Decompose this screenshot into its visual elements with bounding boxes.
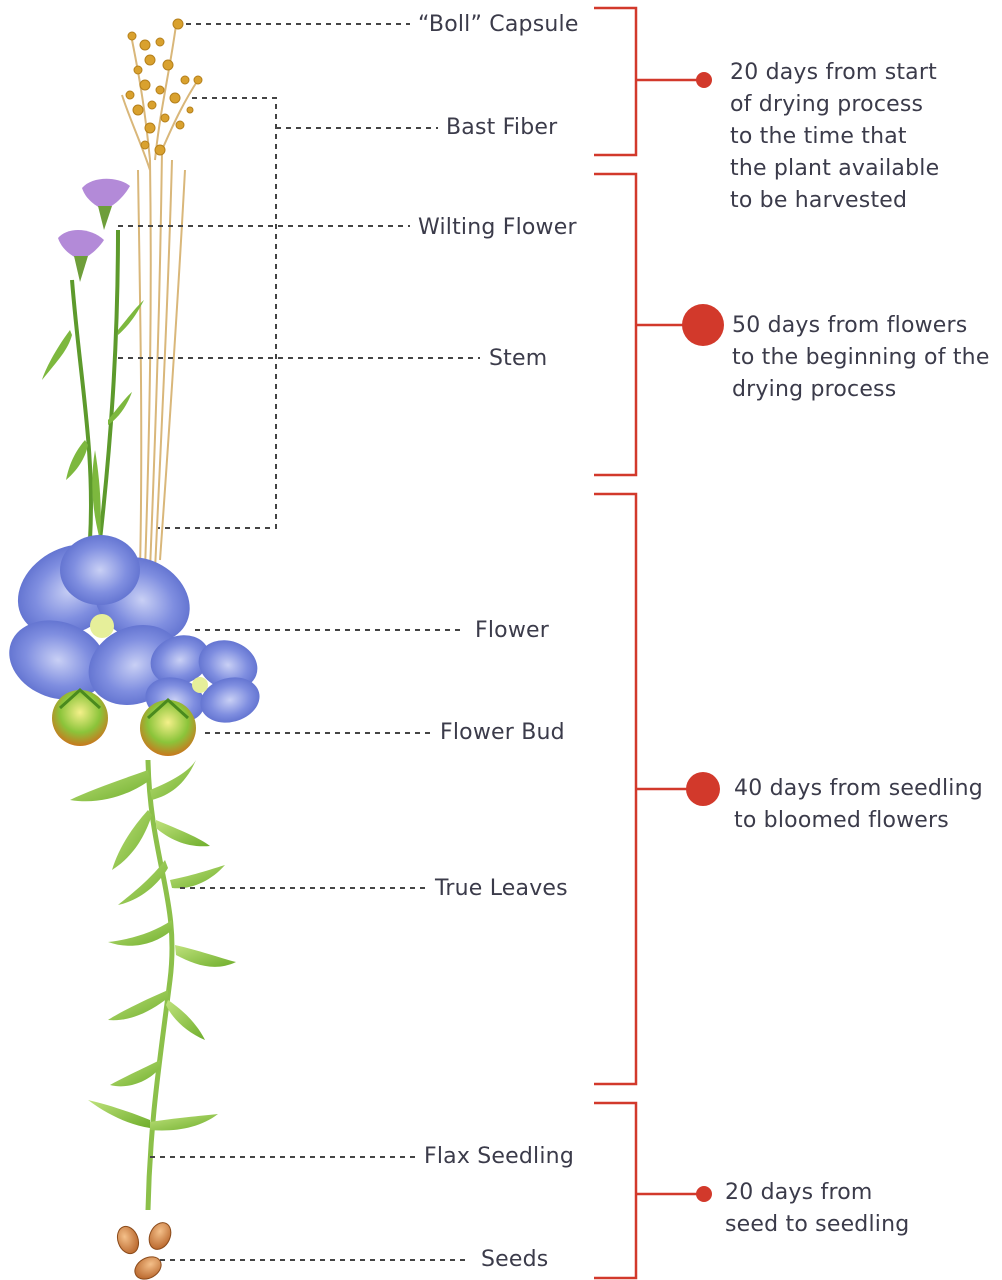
label-bast-fiber: Bast Fiber: [446, 115, 557, 141]
label-flower-bud: Flower Bud: [440, 720, 565, 746]
stage-note-harvest: 20 days from start of drying process to …: [730, 57, 939, 217]
stage-dot-icon: [686, 772, 720, 806]
stage-dot-icon: [696, 1186, 712, 1202]
stage-brackets: [594, 8, 704, 1278]
label-wilting-flower: Wilting Flower: [418, 215, 577, 241]
label-stem: Stem: [489, 346, 547, 372]
bracket-bloom: [594, 494, 690, 1084]
stage-dot-icon: [682, 304, 724, 346]
label-seeds: Seeds: [481, 1247, 548, 1273]
label-flax-seedling: Flax Seedling: [424, 1144, 574, 1170]
stage-note-seedling: 20 days from seed to seedling: [725, 1177, 909, 1241]
bracket-drying: [594, 174, 690, 475]
stage-dot-icon: [696, 72, 712, 88]
label-boll-capsule: “Boll” Capsule: [418, 12, 579, 38]
flax-plant-illustration: [0, 19, 265, 1280]
seeds-illustration: [114, 1219, 175, 1280]
bast-fiber-stalks: [122, 25, 198, 570]
label-flower: Flower: [475, 618, 549, 644]
stage-dots: [682, 72, 724, 1202]
stage-note-drying: 50 days from flowers to the beginning of…: [732, 310, 990, 406]
stage-note-bloom: 40 days from seedling to bloomed flowers: [734, 773, 983, 837]
bracket-harvest: [594, 8, 704, 155]
stem-leaves: [42, 300, 144, 540]
bracket-seedling: [594, 1103, 704, 1278]
label-true-leaves: True Leaves: [435, 876, 568, 902]
